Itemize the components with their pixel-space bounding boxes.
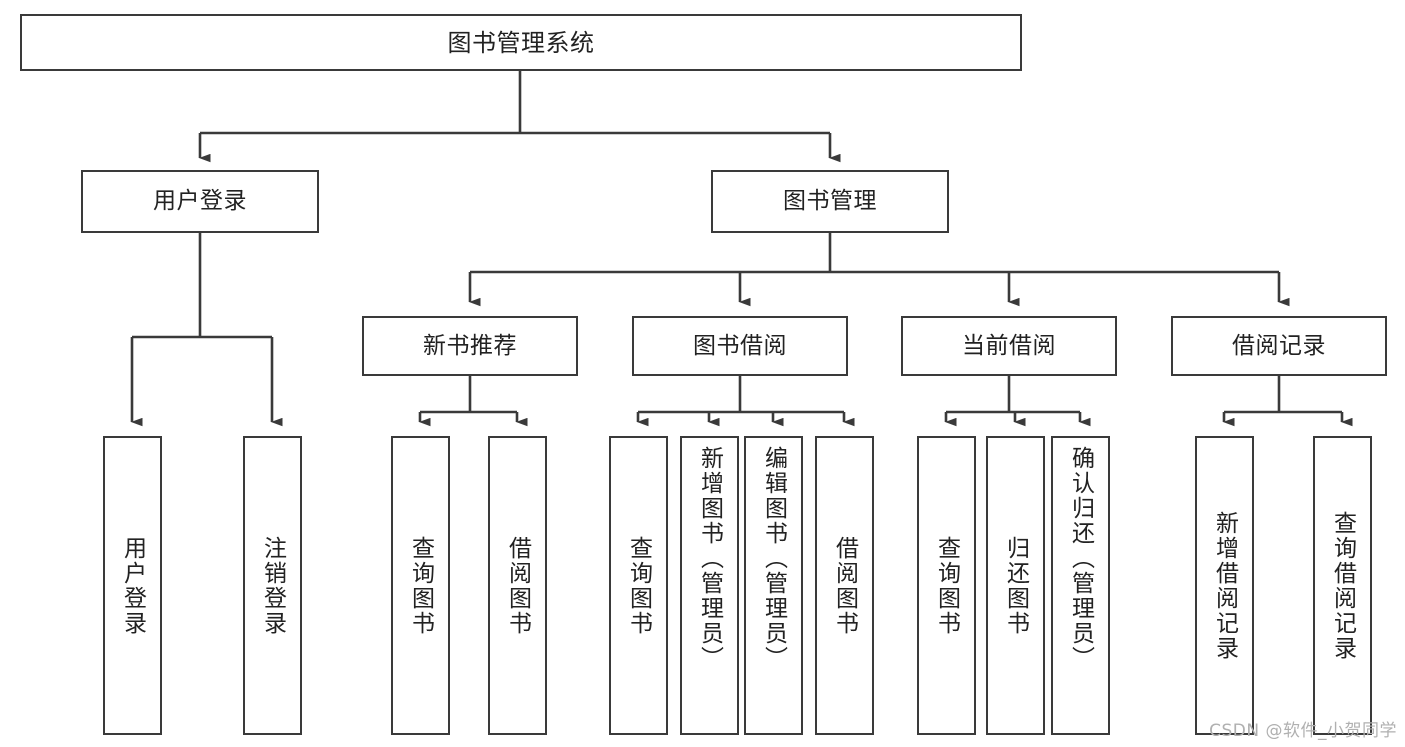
node-new-book-recommendation[interactable]: 新书推荐: [362, 316, 578, 376]
leaf-label: 确认归还（管理员）: [1067, 446, 1094, 671]
node-root-system[interactable]: 图书管理系统: [20, 14, 1022, 71]
node-label: 用户登录: [153, 188, 247, 214]
leaf-label: 借阅图书: [831, 535, 858, 636]
node-book-borrow[interactable]: 图书借阅: [632, 316, 848, 376]
leaf-label: 新增图书（管理员）: [696, 446, 723, 671]
leaf-confirm-return-admin[interactable]: 确认归还（管理员）: [1051, 436, 1110, 735]
leaf-return-books[interactable]: 归还图书: [986, 436, 1045, 735]
leaf-query-borrow-record[interactable]: 查询借阅记录: [1313, 436, 1372, 735]
node-label: 图书借阅: [693, 332, 787, 359]
leaf-label: 借阅图书: [504, 535, 531, 636]
node-label: 图书管理系统: [447, 28, 595, 57]
leaf-query-books-recommend[interactable]: 查询图书: [391, 436, 450, 735]
leaf-add-book-admin[interactable]: 新增图书（管理员）: [680, 436, 739, 735]
node-borrow-records[interactable]: 借阅记录: [1171, 316, 1387, 376]
leaf-add-borrow-record[interactable]: 新增借阅记录: [1195, 436, 1254, 735]
leaf-label: 用户登录: [119, 535, 146, 636]
leaf-label: 查询图书: [625, 535, 652, 636]
node-user-login[interactable]: 用户登录: [81, 170, 319, 233]
leaf-label: 编辑图书（管理员）: [760, 446, 787, 671]
node-current-borrow[interactable]: 当前借阅: [901, 316, 1117, 376]
leaf-label: 查询图书: [933, 535, 960, 636]
leaf-query-books-borrow[interactable]: 查询图书: [609, 436, 668, 735]
leaf-borrow-books-recommend[interactable]: 借阅图书: [488, 436, 547, 735]
leaf-user-login[interactable]: 用户登录: [103, 436, 162, 735]
node-label: 借阅记录: [1232, 332, 1326, 359]
leaf-label: 新增借阅记录: [1211, 510, 1238, 661]
node-book-management[interactable]: 图书管理: [711, 170, 949, 233]
node-label: 新书推荐: [423, 332, 517, 359]
node-label: 图书管理: [783, 188, 877, 214]
leaf-borrow-books[interactable]: 借阅图书: [815, 436, 874, 735]
leaf-logout[interactable]: 注销登录: [243, 436, 302, 735]
leaf-label: 查询借阅记录: [1329, 510, 1356, 661]
node-label: 当前借阅: [962, 332, 1056, 359]
leaf-query-books-current[interactable]: 查询图书: [917, 436, 976, 735]
leaf-label: 归还图书: [1002, 535, 1029, 636]
leaf-label: 注销登录: [259, 535, 286, 636]
leaf-label: 查询图书: [407, 535, 434, 636]
leaf-edit-book-admin[interactable]: 编辑图书（管理员）: [744, 436, 803, 735]
